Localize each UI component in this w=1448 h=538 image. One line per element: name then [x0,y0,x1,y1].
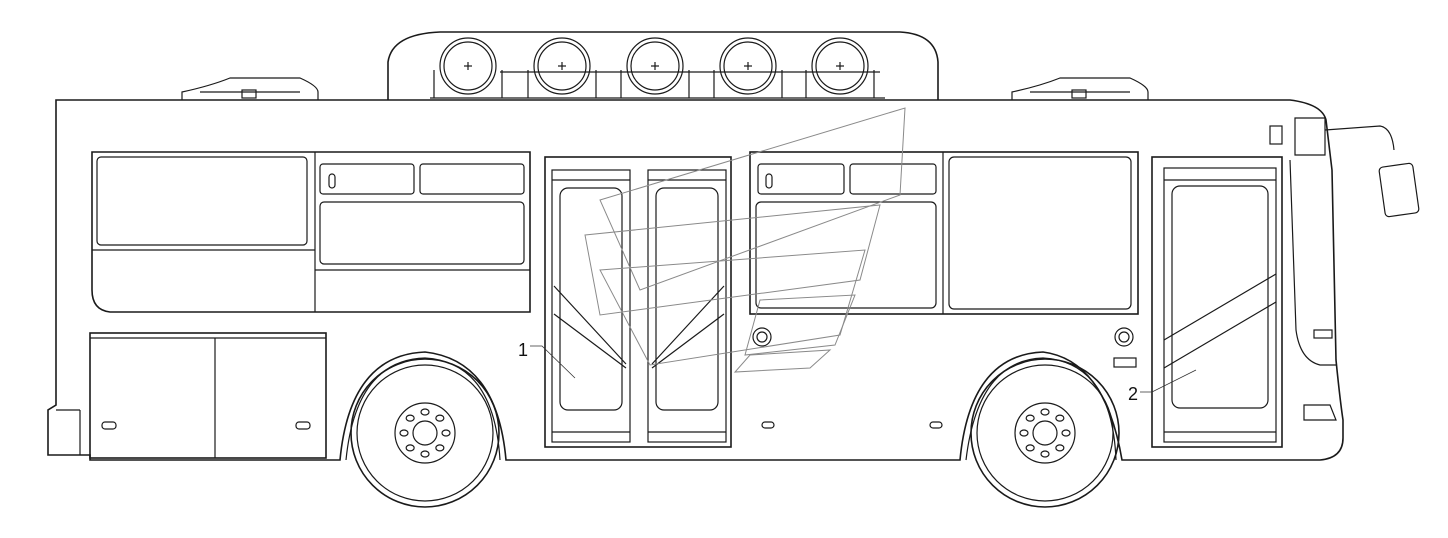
body-fittings [752,327,1137,429]
rear-door [1151,156,1283,448]
rear-window-bank [749,151,1139,315]
gas-cylinder [433,37,503,98]
gas-cylinder [527,37,597,98]
wheel-bolt [435,444,445,452]
roof-vent-left [181,77,319,100]
wheel-bolt [405,444,415,452]
wheel-bolt [1040,408,1050,416]
roof-vent-right [1011,77,1149,100]
wheel-rear [970,358,1120,508]
callout-2-label: 2 [1128,384,1138,404]
front-door [544,156,732,448]
left-window-bank [91,151,531,313]
bus-body [47,99,1344,461]
wheel-bolt [1025,414,1035,422]
wheel-bolt [1040,450,1050,458]
gas-cylinder [805,37,875,98]
wheel-bolt [441,429,451,437]
wheel-front [350,358,500,508]
watermark-logo [584,107,906,373]
gas-cylinder [713,37,783,98]
wheel-bolt [1025,444,1035,452]
wheel-bolt [420,408,430,416]
wheel-bolt [399,429,409,437]
wheel-bolt [1055,414,1065,422]
wheel-bolt [405,414,415,422]
wheel-bolt [1055,444,1065,452]
wheel-bolt [1019,429,1029,437]
rear-view-mirror [1269,117,1420,218]
wheel-bolt [435,414,445,422]
roof-gas-cylinders [433,37,875,98]
wheel-bolt [420,450,430,458]
callout-1-label: 1 [518,340,528,360]
callout-1: 1 [518,340,576,379]
luggage-compartment [89,332,327,459]
gas-cylinder [620,37,690,98]
wheel-bolt [1061,429,1071,437]
callout-2: 2 [1128,369,1197,404]
